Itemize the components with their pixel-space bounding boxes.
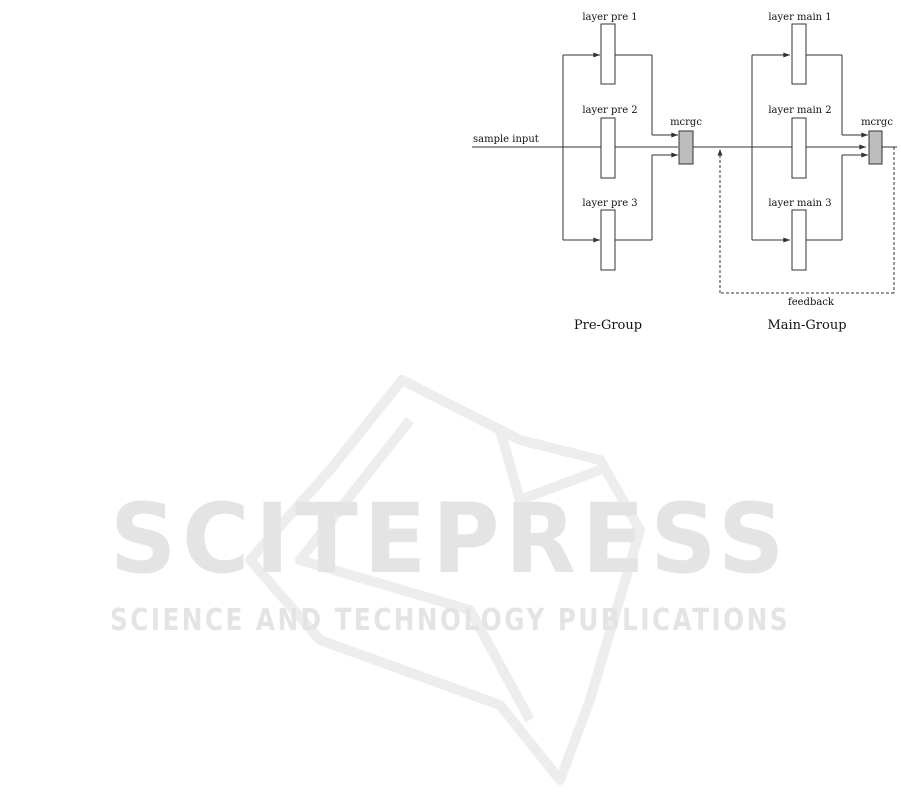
feedback-label: feedback [788,297,835,308]
layer-main-3-box [792,210,806,270]
layer-main-2-label: layer main 2 [768,105,831,116]
layer-main-1-box [792,24,806,84]
layer-pre-3-label: layer pre 3 [582,198,637,209]
layer-pre-3-box [601,210,615,270]
main-merge-label: mcrgc [861,117,893,128]
layer-main-3-label: layer main 3 [768,198,831,209]
pre-group-title: Pre-Group [574,318,642,333]
layer-main-2-box [792,118,806,178]
layer-pre-1-box [601,24,615,84]
layer-main-1-label: layer main 1 [768,12,831,23]
input-label: sample input [473,134,539,145]
main-merge-box [869,131,882,164]
feedback-loop [720,147,894,293]
layer-pre-1-label: layer pre 1 [582,12,637,23]
layer-pre-2-label: layer pre 2 [582,105,637,116]
pre-merge-label: mcrgc [670,117,702,128]
layer-pre-2-box [601,118,615,178]
main-group-title: Main-Group [767,318,846,333]
pre-merge-box [679,131,693,164]
